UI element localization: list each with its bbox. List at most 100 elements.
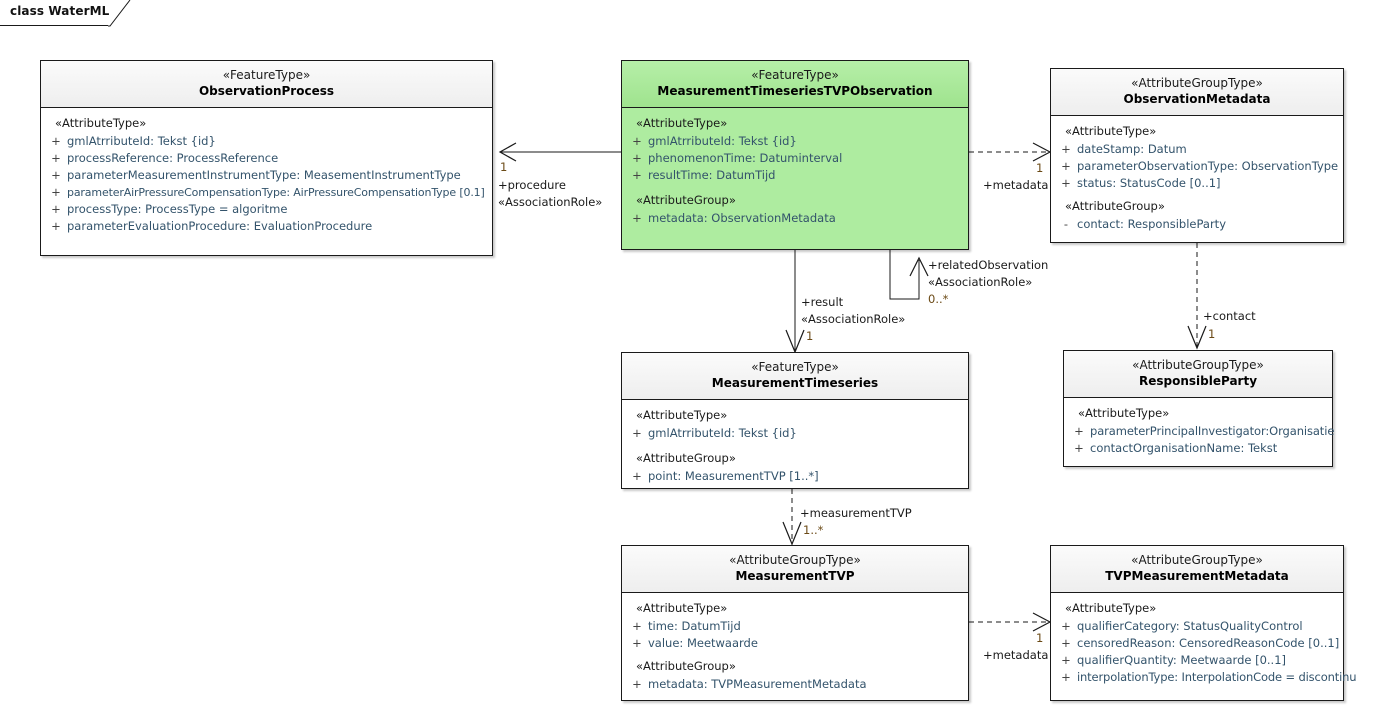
- class-box-tvp-measurement-metadata[interactable]: «AttributeGroupType» TVPMeasurementMetad…: [1050, 545, 1357, 701]
- attribute-visibility: +: [632, 677, 642, 691]
- connector-result-role: +result: [801, 295, 844, 309]
- attribute-row: + status: StatusCode [0..1]: [1051, 175, 1343, 192]
- attribute-row: + gmlAtrributeId: Tekst {id}: [622, 133, 968, 150]
- class-stereotype: «FeatureType»: [751, 360, 839, 374]
- attribute-row: + parameterEvaluationProcedure: Evaluati…: [41, 218, 492, 235]
- attribute-group-label: «AttributeType»: [1078, 406, 1170, 420]
- attribute-group-label: «AttributeType»: [55, 116, 147, 130]
- attribute-visibility: +: [632, 151, 642, 165]
- class-header-measurement-tvp: «AttributeGroupType» MeasurementTVP: [622, 546, 968, 593]
- attribute-row: + interpolationType: InterpolationCode =…: [1051, 669, 1356, 686]
- attribute-row: + time: DatumTijd: [622, 618, 968, 635]
- attribute-text: contact: ResponsibleParty: [1077, 217, 1226, 231]
- class-box-responsible-party[interactable]: «AttributeGroupType» ResponsibleParty «A…: [1063, 350, 1334, 467]
- class-body-observation-metadata: «AttributeType» + dateStamp: Datum + par…: [1051, 116, 1343, 239]
- attribute-text: point: MeasurementTVP [1..*]: [648, 469, 819, 483]
- class-name: TVPMeasurementMetadata: [1105, 569, 1289, 583]
- connector-metadata-top-multiplicity: 1: [1036, 161, 1044, 175]
- connector-measurement-tvp: [782, 489, 802, 546]
- attribute-visibility: +: [632, 211, 642, 225]
- attribute-visibility: +: [1061, 159, 1071, 173]
- attribute-row: + metadata: TVPMeasurementMetadata: [622, 676, 968, 693]
- attribute-text: time: DatumTijd: [648, 619, 741, 633]
- connector-contact-role: +contact: [1203, 309, 1256, 323]
- attribute-text: parameterMeasurementInstrumentType: Meas…: [67, 168, 461, 182]
- connector-procedure-multiplicity: 1: [500, 160, 508, 174]
- connector-measurement-tvp-multiplicity: 1..*: [803, 523, 824, 537]
- diagram-title: class WaterML: [10, 4, 110, 18]
- diagram-frame-tab-slant: [108, 0, 134, 27]
- attribute-row: + parameterMeasurementInstrumentType: Me…: [41, 167, 492, 184]
- class-box-measurement-tvp[interactable]: «AttributeGroupType» MeasurementTVP «Att…: [621, 545, 969, 701]
- class-name: MeasurementTVP: [735, 569, 855, 583]
- class-name: MeasurementTimeseries: [711, 376, 879, 390]
- attribute-visibility: +: [1074, 441, 1084, 455]
- attribute-row: + phenomenonTime: Datuminterval: [622, 150, 968, 167]
- attribute-text: qualifierCategory: StatusQualityControl: [1077, 619, 1303, 633]
- attribute-row: + censoredReason: CensoredReasonCode [0.…: [1051, 635, 1343, 652]
- class-header-measurement-timeseries-tvp-observation: «FeatureType» MeasurementTimeseriesTVPOb…: [622, 61, 968, 108]
- attribute-text: parameterEvaluationProcedure: Evaluation…: [67, 219, 373, 233]
- attribute-group-label: «AttributeType»: [636, 601, 728, 615]
- connector-metadata-bottom-multiplicity: 1: [1036, 631, 1044, 645]
- attribute-visibility: +: [1061, 636, 1071, 650]
- attribute-row: + gmlAtrributeId: Tekst {id}: [622, 425, 968, 442]
- attribute-row: + metadata: ObservationMetadata: [622, 210, 968, 227]
- connector-related-observation-multiplicity: 0..*: [928, 292, 949, 306]
- connector-metadata-bottom-role: +metadata: [983, 648, 1049, 662]
- attribute-row: + processReference: ProcessReference: [41, 150, 492, 167]
- attribute-group-label: «AttributeType»: [636, 408, 728, 422]
- attribute-visibility: +: [1074, 424, 1084, 438]
- attribute-text: parameterObservationType: ObservationTyp…: [1077, 159, 1339, 173]
- attribute-visibility: +: [1061, 619, 1071, 633]
- attribute-visibility: -: [1063, 217, 1069, 231]
- class-box-measurement-timeseries[interactable]: «FeatureType» MeasurementTimeseries «Att…: [621, 352, 969, 489]
- attribute-row: + value: Meetwaarde: [622, 635, 968, 652]
- attribute-text: metadata: TVPMeasurementMetadata: [648, 677, 867, 691]
- connector-procedure-stereotype: «AssociationRole»: [498, 195, 603, 209]
- class-box-observation-metadata[interactable]: «AttributeGroupType» ObservationMetadata…: [1050, 68, 1344, 243]
- class-body-responsible-party: «AttributeType» + parameterPrincipalInve…: [1064, 398, 1334, 463]
- class-stereotype: «AttributeGroupType»: [1131, 553, 1263, 567]
- class-stereotype: «AttributeGroupType»: [729, 553, 861, 567]
- connector-contact: [1187, 243, 1207, 350]
- class-stereotype: «FeatureType»: [751, 68, 839, 82]
- attribute-row: + parameterObservationType: ObservationT…: [1051, 158, 1343, 175]
- connector-metadata-top: [969, 142, 1052, 162]
- attribute-visibility: +: [1061, 670, 1071, 684]
- class-header-responsible-party: «AttributeGroupType» ResponsibleParty: [1064, 351, 1332, 398]
- connector-procedure-role: +procedure: [498, 178, 566, 192]
- attribute-text: contactOrganisationName: Tekst: [1090, 441, 1278, 455]
- attribute-visibility: +: [51, 134, 61, 148]
- class-name: ObservationProcess: [198, 84, 335, 98]
- class-header-measurement-timeseries: «FeatureType» MeasurementTimeseries: [622, 353, 968, 400]
- attribute-visibility: +: [632, 469, 642, 483]
- attribute-text: metadata: ObservationMetadata: [648, 211, 836, 225]
- class-box-measurement-timeseries-tvp-observation[interactable]: «FeatureType» MeasurementTimeseriesTVPOb…: [621, 60, 969, 250]
- attribute-group-label: «AttributeType»: [636, 116, 728, 130]
- class-header-observation-metadata: «AttributeGroupType» ObservationMetadata: [1051, 69, 1343, 116]
- attribute-visibility: +: [51, 219, 61, 233]
- attribute-visibility: +: [632, 619, 642, 633]
- attribute-row: + processType: ProcessType = algoritme: [41, 201, 492, 218]
- connector-metadata-top-role: +metadata: [983, 178, 1049, 192]
- attribute-visibility: +: [632, 426, 642, 440]
- attribute-group-label: «AttributeGroup»: [636, 451, 736, 465]
- attribute-visibility: +: [51, 185, 61, 199]
- attribute-text: value: Meetwaarde: [648, 636, 758, 650]
- attribute-text: gmlAtrributeId: Tekst {id}: [648, 134, 797, 148]
- class-box-observation-process[interactable]: «FeatureType» ObservationProcess «Attrib…: [40, 60, 493, 256]
- attribute-row: + gmlAtrributeId: Tekst {id}: [41, 133, 492, 150]
- attribute-group-label: «AttributeType»: [1065, 601, 1157, 615]
- attribute-visibility: +: [632, 134, 642, 148]
- class-name: ObservationMetadata: [1123, 92, 1271, 106]
- attribute-group-label: «AttributeGroup»: [636, 193, 736, 207]
- attribute-visibility: +: [1061, 653, 1071, 667]
- attribute-text: phenomenonTime: Datuminterval: [648, 151, 843, 165]
- connector-result-multiplicity: 1: [806, 329, 814, 343]
- class-stereotype: «AttributeGroupType»: [1131, 76, 1263, 90]
- class-name: ResponsibleParty: [1138, 374, 1258, 388]
- attribute-row: + contactOrganisationName: Tekst: [1064, 440, 1332, 457]
- connector-metadata-bottom: [969, 612, 1052, 632]
- attribute-row: + dateStamp: Datum: [1051, 141, 1343, 158]
